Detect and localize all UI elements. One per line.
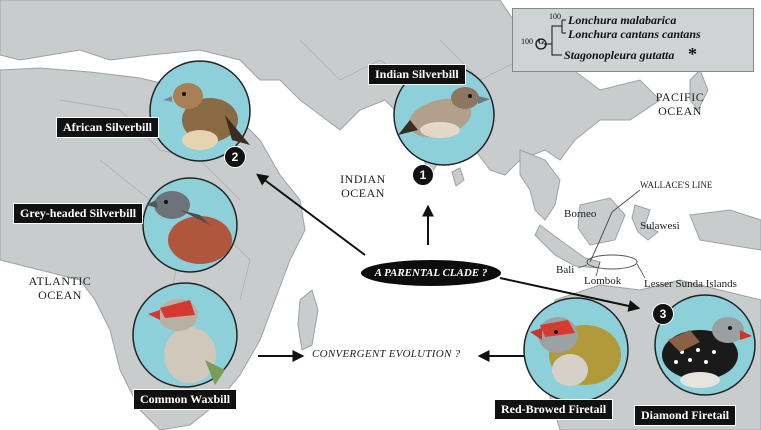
label-african-silverbill: African Silverbill <box>56 117 159 138</box>
label-common-waxbill: Common Waxbill <box>133 389 238 410</box>
lesser-sunda-label: Lesser Sunda Islands <box>644 278 737 290</box>
root-marker: G <box>538 37 545 46</box>
wallace-line-label: WALLACE'S LINE <box>640 180 713 190</box>
diamond-firetail-photo <box>654 294 756 396</box>
badge-1: 1 <box>412 164 434 186</box>
indian-silverbill-photo <box>393 64 495 166</box>
taxon-lonchura-cantans: Lonchura cantans cantans <box>568 27 701 41</box>
red-browed-firetail-photo <box>523 297 629 403</box>
madagascar-landmass <box>297 289 319 351</box>
arrow-to-africa <box>256 173 366 256</box>
arrow-to-australia <box>499 277 641 312</box>
common-waxbill-photo <box>132 282 238 388</box>
taxon-lonchura-malabarica: Lonchura malabarica <box>568 13 677 27</box>
bootstrap-root: 100 <box>521 37 533 46</box>
label-indian-silverbill: Indian Silverbill <box>368 64 466 85</box>
sri-lanka <box>451 167 465 187</box>
label-red-browed-firetail: Red-Browed Firetail <box>494 399 614 420</box>
sunda-pointer <box>636 263 646 279</box>
asterisk-icon: * <box>688 44 697 64</box>
convergent-evolution-label: CONVERGENT EVOLUTION ? <box>312 348 461 360</box>
pacific-ocean-label: PACIFIC OCEAN <box>655 90 705 118</box>
sulawesi-landmass <box>631 204 659 241</box>
grey-headed-silverbill-photo <box>142 177 238 273</box>
taxon-stagonopleura-gutatta: Stagonopleura gutatta <box>564 48 675 62</box>
wallace-line <box>589 189 641 263</box>
label-diamond-firetail: Diamond Firetail <box>634 405 737 426</box>
lombok-pointer <box>595 261 601 277</box>
african-silverbill-photo <box>149 60 251 162</box>
sulawesi-label: Sulawesi <box>640 220 680 232</box>
bali-label: Bali <box>556 264 575 276</box>
indian-ocean-label: INDIAN OCEAN <box>340 172 386 200</box>
badge-2: 2 <box>224 146 246 168</box>
lombok-label: Lombok <box>584 275 622 287</box>
borneo-landmass <box>577 197 626 246</box>
badge-3: 3 <box>652 303 674 325</box>
parental-clade-oval: A PARENTAL CLADE ? <box>361 260 501 286</box>
southeast-asia-landmass <box>519 149 561 221</box>
new-guinea-landmass <box>689 209 761 251</box>
bali-pointer <box>577 264 588 269</box>
borneo-label: Borneo <box>564 208 597 220</box>
bootstrap-inner: 100 <box>549 12 561 21</box>
lesser-sunda-outline <box>586 254 638 270</box>
label-grey-headed-silverbill: Grey-headed Silverbill <box>13 203 144 224</box>
atlantic-ocean-label: ATLANTIC OCEAN <box>28 274 92 302</box>
